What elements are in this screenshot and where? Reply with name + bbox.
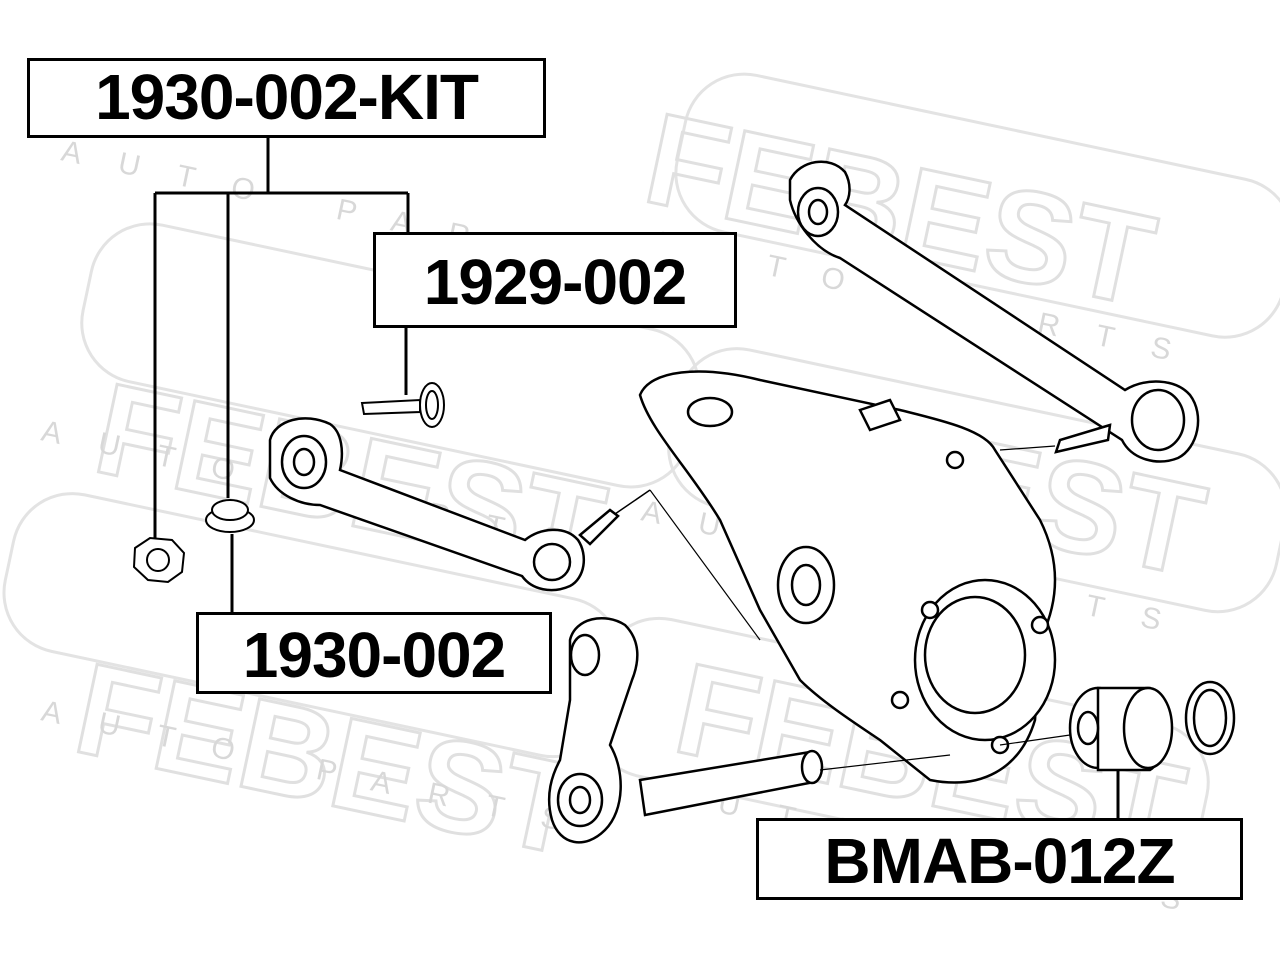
cam-bolt	[360, 398, 421, 416]
hardware	[132, 382, 445, 584]
part-label-1930-002: 1930-002	[196, 612, 552, 694]
part-label-1929-002: 1929-002	[373, 232, 737, 328]
leader-lines	[153, 138, 1120, 818]
upper-arm	[788, 160, 1200, 463]
part-label-bmab-012z: BMAB-012Z	[756, 818, 1243, 900]
lower-arm	[547, 616, 824, 844]
part-label-1930-002-kit: 1930-002-KIT	[27, 58, 546, 138]
control-arm-1930	[268, 417, 651, 592]
wheel-knuckle	[638, 370, 1057, 784]
assembly-lines	[649, 445, 1071, 771]
bushing	[1068, 680, 1236, 772]
